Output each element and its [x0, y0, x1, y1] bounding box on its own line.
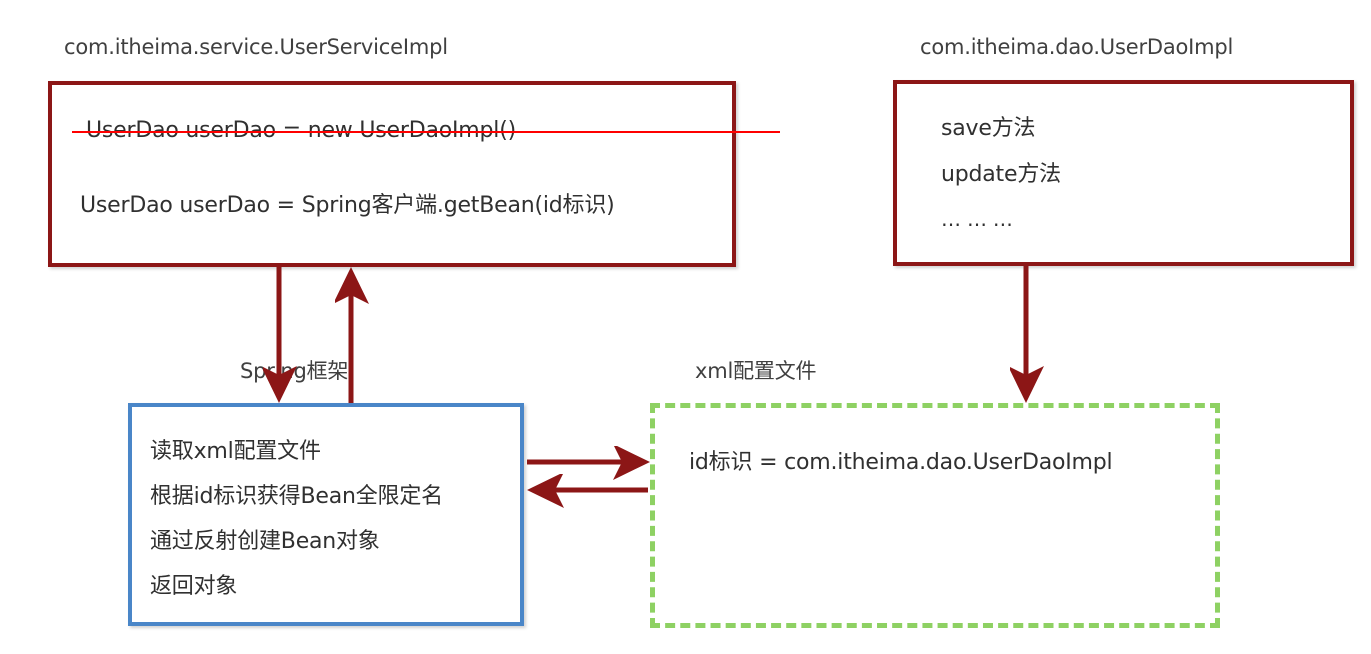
spring-line-get-bean-name: 根据id标识获得Bean全限定名: [150, 484, 443, 509]
caption-user-dao-impl: com.itheima.dao.UserDaoImpl: [920, 35, 1234, 59]
xml-line-id-mapping: id标识 = com.itheima.dao.UserDaoImpl: [689, 450, 1113, 475]
spring-line-read-xml: 读取xml配置文件: [150, 439, 321, 464]
strikethrough-rule: [72, 131, 780, 134]
dao-line-save: save方法: [941, 116, 1036, 141]
spring-framework-box: 读取xml配置文件 根据id标识获得Bean全限定名 通过反射创建Bean对象 …: [128, 403, 524, 626]
service-line-struck-through: UserDao userDao = new UserDaoImpl(): [72, 118, 780, 143]
dao-line-ellipsis: … … …: [941, 207, 1013, 231]
label-spring-framework: Spring框架: [240, 359, 349, 383]
service-line-getbean: UserDao userDao = Spring客户端.getBean(id标识…: [80, 193, 615, 218]
spring-line-return-object: 返回对象: [150, 574, 238, 599]
caption-user-service-impl: com.itheima.service.UserServiceImpl: [64, 35, 448, 59]
user-service-impl-box: UserDao userDao = new UserDaoImpl() User…: [48, 81, 780, 267]
xml-config-box: id标识 = com.itheima.dao.UserDaoImpl: [650, 403, 1220, 628]
user-dao-impl-box: save方法 update方法 … … …: [893, 80, 1354, 266]
dao-line-update: update方法: [941, 162, 1061, 187]
label-xml-config-file: xml配置文件: [695, 359, 817, 383]
service-line-struck-text: UserDao userDao = new UserDaoImpl(): [86, 118, 516, 143]
spring-line-reflection-create: 通过反射创建Bean对象: [150, 529, 380, 554]
